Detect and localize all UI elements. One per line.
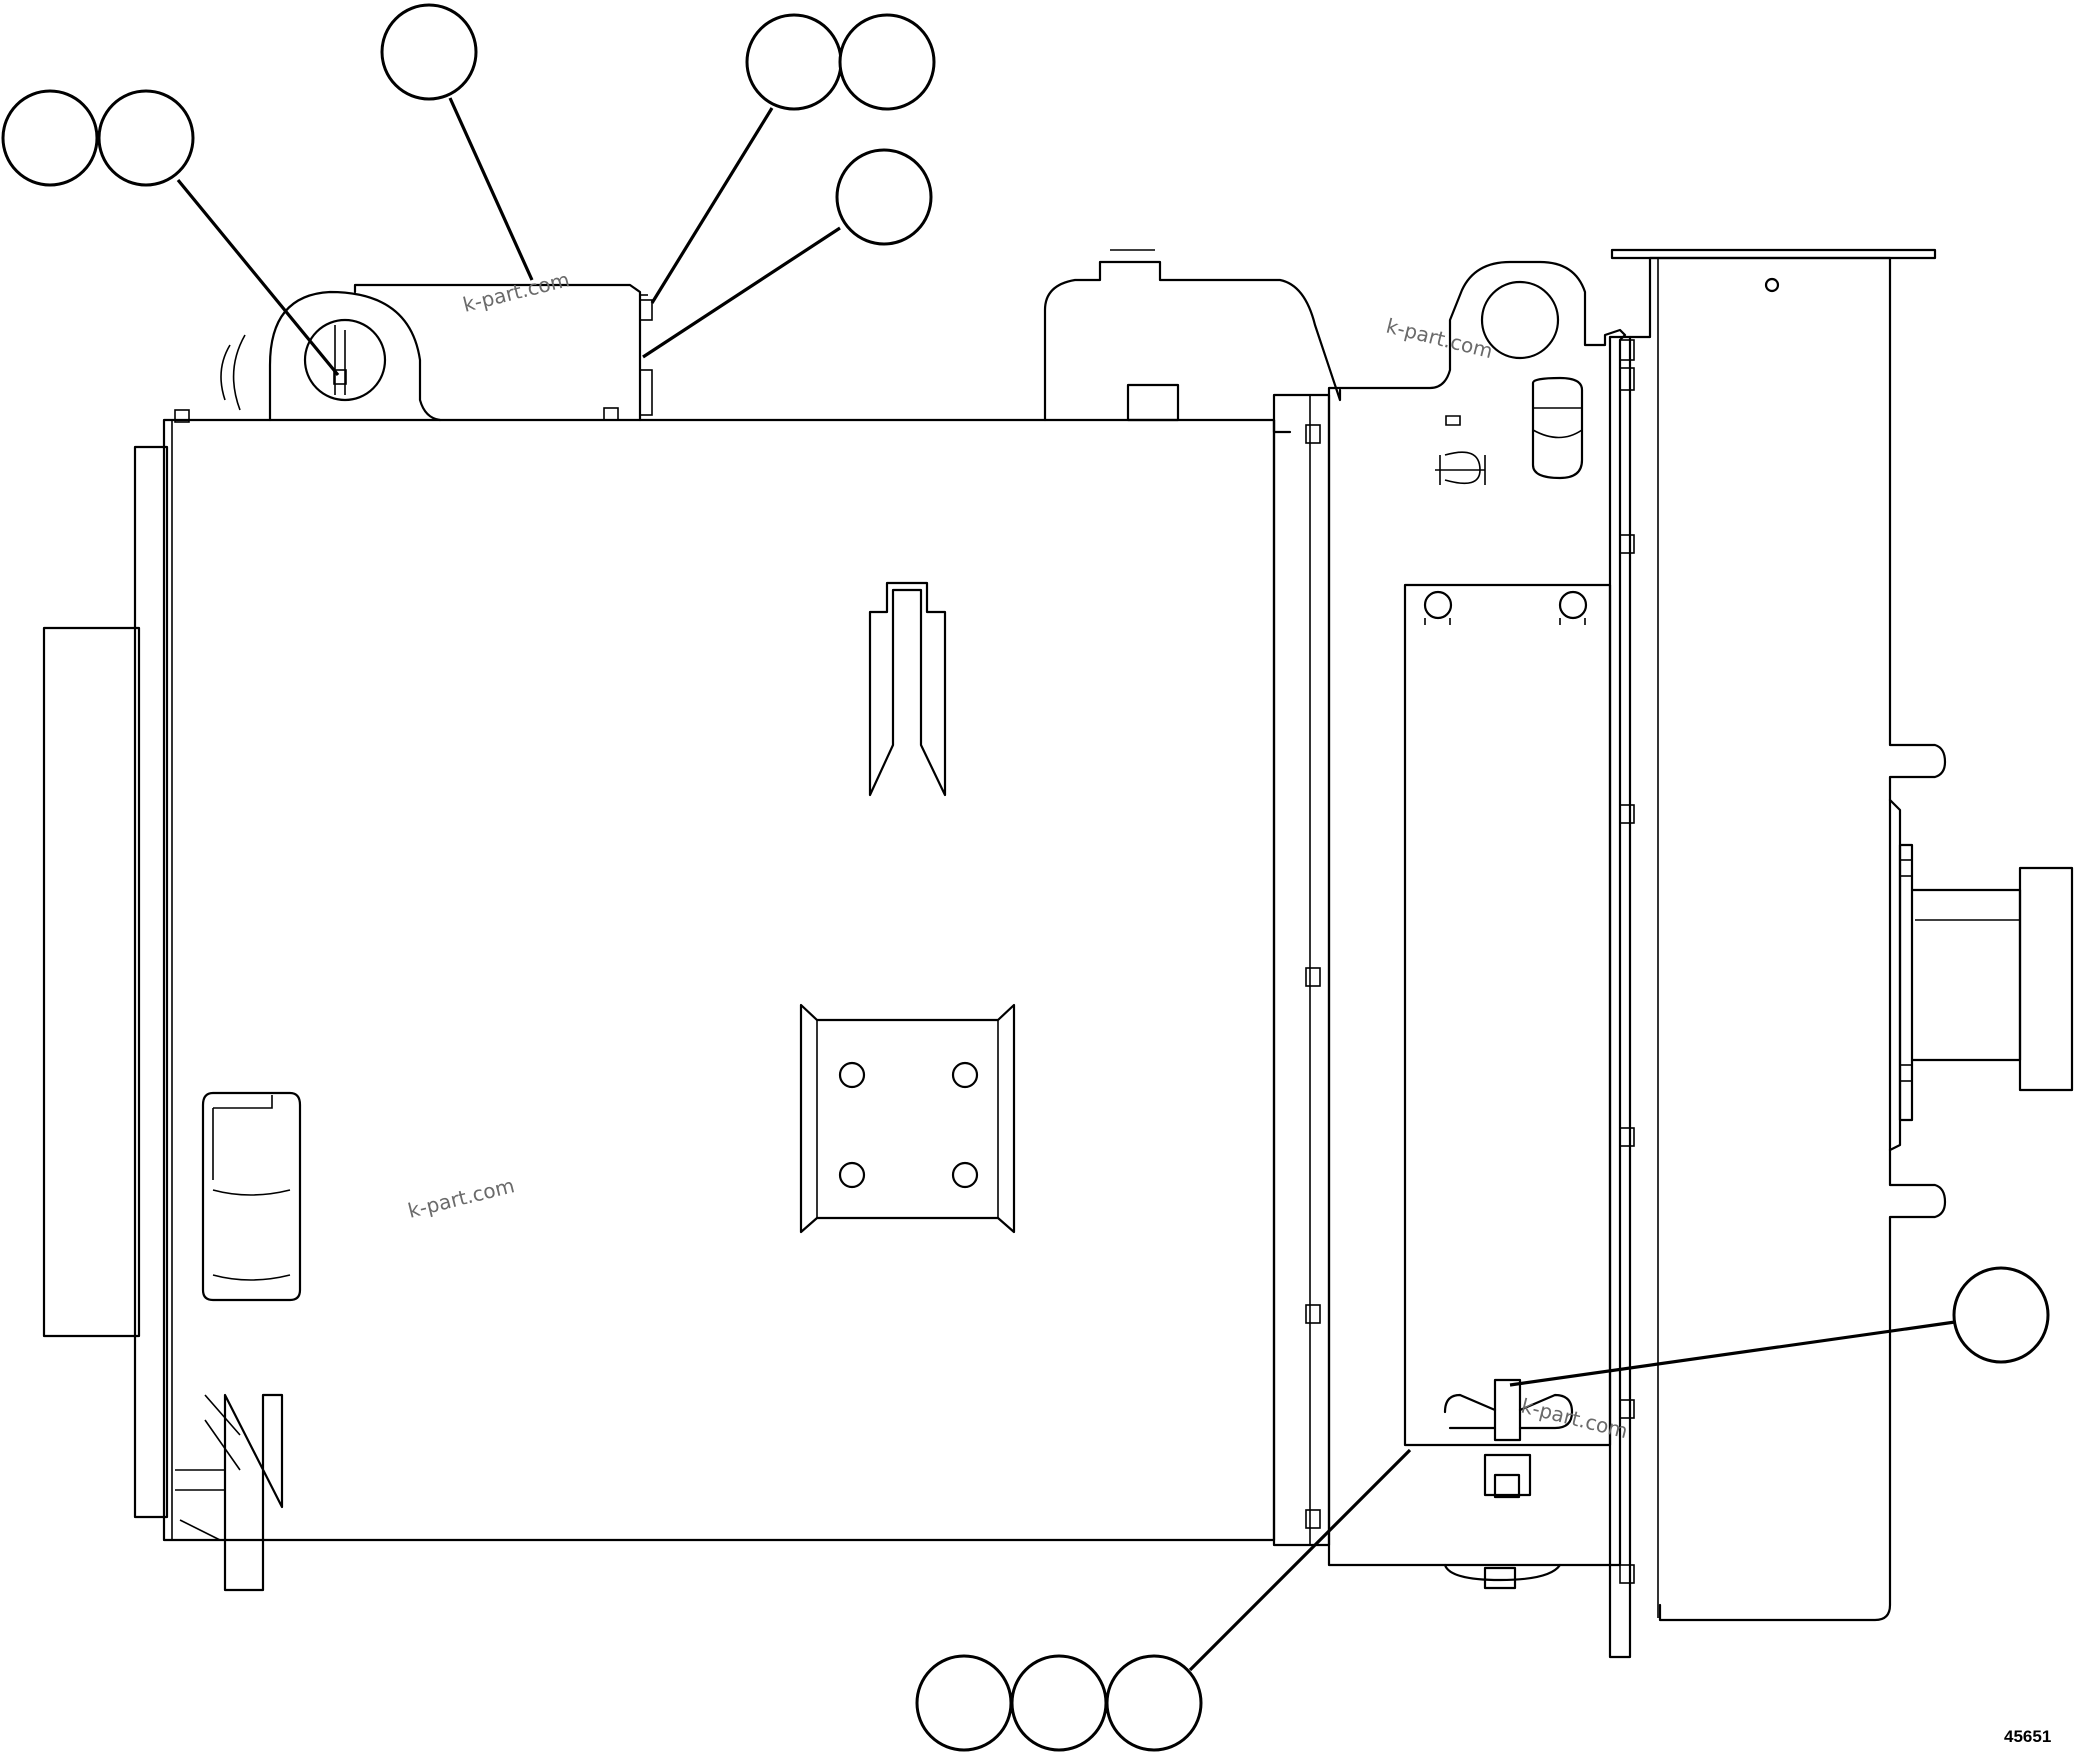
callout-1[interactable] [1,89,99,187]
callout-6[interactable] [835,148,933,246]
right-flange-section [1608,248,2074,1659]
callout-8[interactable] [915,1654,1013,1752]
lifting-eye [174,290,442,423]
leader-lines [176,97,1956,1672]
callout-5[interactable] [838,13,936,111]
dome-cover [1043,249,1342,422]
watermark-3: k-part.com [405,1173,516,1223]
watermark-2: k-part.com [1384,314,1495,364]
callout-7[interactable] [1952,1266,2050,1364]
watermark-1: k-part.com [460,267,571,317]
top-cylinder-bracket [353,283,653,422]
callout-9[interactable] [1010,1654,1108,1752]
watermark-4: k-part.com [1519,1394,1630,1444]
middle-section [1272,260,1627,1590]
callout-4[interactable] [745,13,843,111]
callout-2[interactable] [97,89,195,187]
callout-10[interactable] [1105,1654,1203,1752]
callout-3[interactable] [380,3,478,101]
figure-number: 45651 [2004,1727,2051,1746]
main-housing [42,418,1292,1592]
